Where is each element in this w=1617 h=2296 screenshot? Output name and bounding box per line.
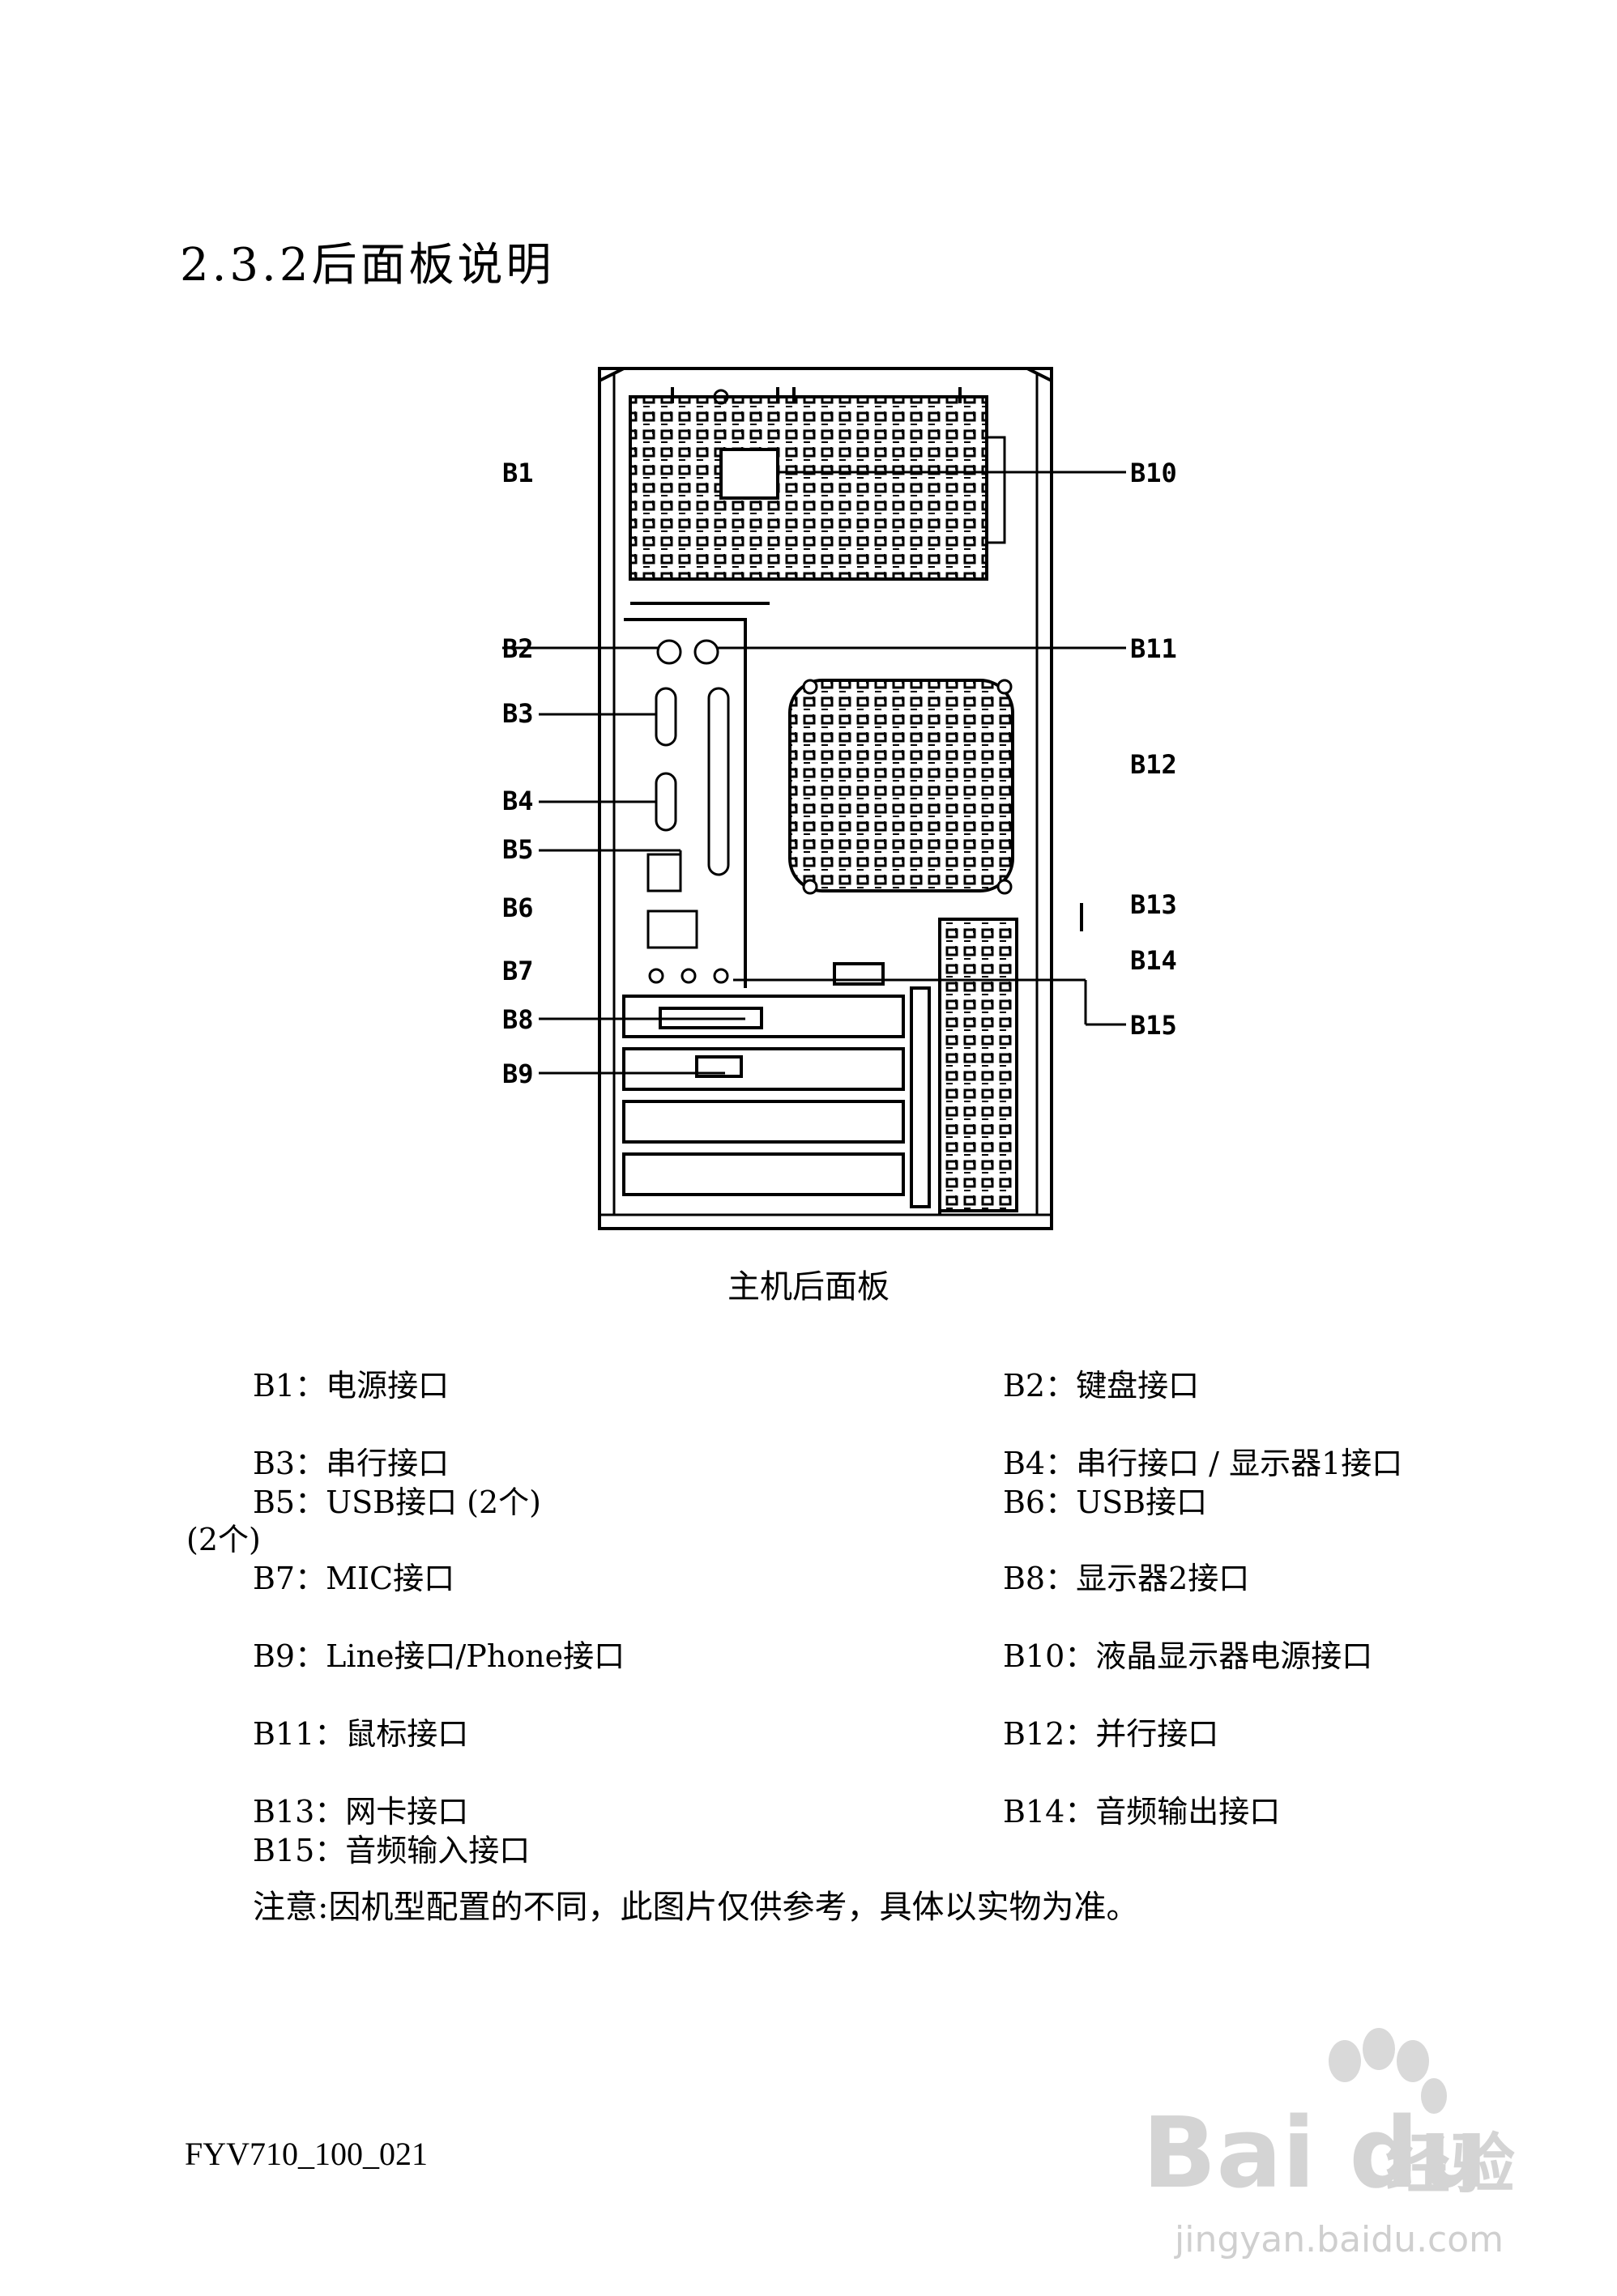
callout-b8: B8 [502, 1004, 534, 1035]
callout-b5: B5 [502, 834, 534, 865]
desc-b6-continued: (2个) [186, 1522, 261, 1557]
baidu-jingyan-watermark: Bai du 经验 jingyan.baidu.com [1142, 2028, 1515, 2260]
desc-b3: B3：串行接口 [253, 1446, 450, 1481]
desc-b15: B15：音频输入接口 [253, 1833, 531, 1868]
rear-panel-figure: B1 B2 B3 B4 B5 B6 B7 B8 B9 B10 B11 B12 B… [502, 367, 1177, 1230]
watermark-url: jingyan.baidu.com [1174, 2219, 1504, 2260]
expansion-slots [622, 962, 941, 1215]
callout-labels: B1 B2 B3 B4 B5 B6 B7 B8 B9 B10 B11 B12 B… [502, 458, 1177, 1089]
desc-b5: B5：USB接口 (2个) [253, 1485, 541, 1520]
callout-b12: B12 [1130, 749, 1177, 780]
desc-b1: B1：电源接口 [253, 1368, 450, 1404]
paw-logo-icon [1329, 2028, 1447, 2114]
document-code: FYV710_100_021 [185, 2136, 429, 2172]
callout-b13: B13 [1130, 889, 1177, 920]
callout-b1: B1 [502, 458, 534, 488]
desc-b9: B9：Line接口/Phone接口 [253, 1638, 625, 1674]
section-title: 2.3.2后面板说明 [180, 239, 555, 292]
desc-b8: B8：显示器2接口 [1003, 1561, 1250, 1596]
desc-b14: B14：音频输出接口 [1003, 1794, 1281, 1830]
psu-block [629, 387, 1006, 581]
desc-b2: B2：键盘接口 [1003, 1368, 1200, 1404]
desc-b10: B10：液晶显示器电源接口 [1003, 1638, 1373, 1674]
callout-b10: B10 [1130, 458, 1177, 488]
callout-b4: B4 [502, 786, 534, 816]
desc-b6: B6：USB接口 [1003, 1485, 1208, 1520]
note-text: 注意:因机型配置的不同，此图片仅供参考，具体以实物为准。 [253, 1889, 1139, 1926]
callout-b14: B14 [1130, 945, 1177, 976]
fan-grill [788, 679, 1014, 895]
callout-b9: B9 [502, 1059, 534, 1089]
watermark-brand-cn: 经验 [1385, 2127, 1515, 2202]
side-vent [938, 903, 1083, 1212]
chassis-outline [598, 367, 1053, 1230]
desc-b4: B4：串行接口 / 显示器1接口 [1003, 1446, 1403, 1481]
desc-b11: B11：鼠标接口 [253, 1716, 469, 1752]
callout-b6: B6 [502, 892, 534, 923]
callout-b15: B15 [1130, 1010, 1177, 1041]
callout-b2: B2 [502, 633, 534, 664]
desc-b12: B12：并行接口 [1003, 1716, 1219, 1752]
desc-b13: B13：网卡接口 [253, 1794, 469, 1830]
callout-lines [502, 471, 1126, 1075]
io-panel [624, 602, 770, 988]
callout-b11: B11 [1130, 633, 1177, 664]
callout-b7: B7 [502, 956, 534, 986]
callout-b3: B3 [502, 698, 534, 729]
desc-b7: B7：MIC接口 [253, 1561, 455, 1596]
figure-caption: 主机后面板 [727, 1268, 890, 1306]
watermark-brand: Bai du [1142, 2098, 1488, 2210]
